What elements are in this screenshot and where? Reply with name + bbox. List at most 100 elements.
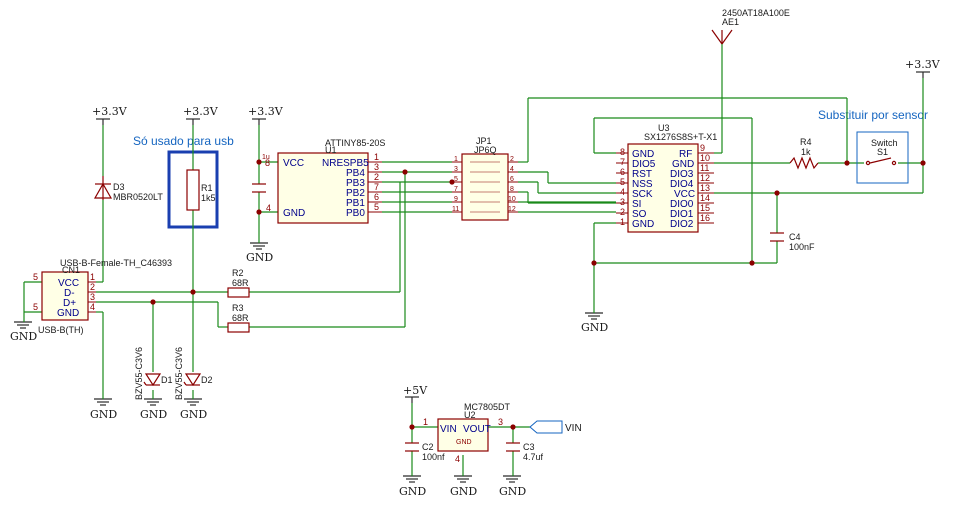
vin-global-label: VIN: [529, 420, 582, 434]
u3-pin-dio1: DIO1: [670, 209, 694, 220]
r3-value: 68R: [232, 313, 249, 323]
gnd-c2: GND: [399, 475, 426, 498]
jp1-pin-num: 11: [452, 206, 459, 213]
r1-value: 1k5: [201, 193, 216, 203]
u3-pin-nss: NSS: [632, 179, 653, 190]
jp1-pin-num: 10: [508, 196, 516, 203]
usb-pin-vcc: VCC: [58, 278, 79, 289]
power-5v-label: +5V: [403, 384, 428, 397]
power-33v-r1: +3.3V: [183, 105, 219, 125]
u3-pin-dio5: DIO5: [632, 159, 656, 170]
gnd-u2: GND: [450, 475, 477, 498]
d2-ref: D2: [201, 375, 213, 385]
usb-pin-num: 1: [90, 272, 95, 282]
junctions: [150, 159, 926, 430]
usb-pin-num: 3: [90, 292, 95, 302]
u3-pin-dio4: DIO4: [670, 179, 694, 190]
capacitor-c3: C3 4.7uf: [506, 442, 544, 462]
u3-pin-dio2: DIO2: [670, 219, 694, 230]
u3-pin-gnd: GND: [632, 149, 654, 160]
jp1-ref: JP1: [476, 136, 492, 146]
gnd-label: GND: [450, 485, 477, 498]
power-33v-label: +3.3V: [183, 105, 219, 118]
c4-ref: C4: [789, 232, 801, 242]
u1-pin-num: 3: [374, 162, 379, 172]
gnd-c3: GND: [499, 475, 526, 498]
gnd-label: GND: [140, 408, 167, 421]
u3-pin-gnd: GND: [672, 159, 694, 170]
s1-value: Switch: [871, 138, 898, 148]
u1-pin-pb2: PB2: [346, 188, 365, 199]
u3-pin-num: 16: [700, 213, 710, 223]
usb-pin-dplus: D+: [63, 298, 76, 309]
gnd-d1: GND: [140, 398, 167, 421]
jp1-pin-num: 3: [454, 166, 458, 173]
gnd-usb-shield: GND: [10, 321, 37, 343]
ic-u1-attiny85: ATTINY85-20S U1 1u 8 4 VCC GND NRESPB5 P…: [252, 138, 385, 224]
d3-value: MBR0520LT: [113, 192, 163, 202]
jp1-pin-num: 6: [510, 176, 514, 183]
note-usb-only: Só usado para usb: [133, 134, 234, 148]
vin-label: VIN: [565, 423, 582, 434]
usb-shield-num: 5: [33, 302, 38, 312]
usb-pin-dminus: D-: [64, 288, 75, 299]
u1-pin-num: 2: [374, 172, 379, 182]
zener-d1: D1 BZV55-C3V6: [134, 347, 173, 400]
ae1-ref: AE1: [722, 17, 739, 27]
s1-ref: S1: [877, 147, 888, 157]
u2-pin-num: 4: [455, 454, 460, 464]
ae1-value: 2450AT18A100E: [722, 8, 790, 18]
gnd-usb: GND: [90, 398, 117, 421]
u2-value: MC7805DT: [464, 402, 511, 412]
c2-value: 100nf: [422, 452, 445, 462]
jp1-value: JP6Q: [474, 145, 497, 155]
gnd-label: GND: [499, 485, 526, 498]
jp1-pin-num: 12: [508, 206, 516, 213]
u3-pin-num: 11: [700, 163, 709, 173]
resistor-r2: R2 68R: [227, 268, 250, 298]
ic-u3-sx1276: U3 SX1276S8S+T-X1 GND DIO5 RST NSS SCK S…: [616, 123, 717, 233]
wires: [23, 44, 924, 476]
u1-pin-pb4: PB4: [346, 168, 365, 179]
capacitor-c4: C4 100nF: [770, 232, 815, 252]
u3-pin-num: 13: [700, 183, 710, 193]
usb-shield-num: 5: [33, 272, 38, 282]
u3-pin-si: SI: [632, 199, 641, 210]
zener-d2: D2 BZV55-C3V6: [174, 347, 213, 400]
power-33v-right: +3.3V: [905, 58, 941, 78]
u3-pin-vcc: VCC: [674, 189, 695, 200]
jp1-pin-num: 8: [510, 186, 514, 193]
u3-pin-num: 5: [620, 177, 625, 187]
u2-pin-vout: VOUT: [463, 424, 491, 435]
capacitor-c2: C2 100nf: [405, 442, 445, 462]
power-33v-d3: +3.3V: [92, 105, 128, 125]
u1-pin-num: 5: [374, 202, 379, 212]
u3-pin-num: 8: [620, 147, 625, 157]
u1-pin-vcc: VCC: [283, 158, 304, 169]
u3-pin-num: 4: [620, 187, 625, 197]
note-replace-sensor: Substituir por sensor: [818, 108, 928, 122]
u1-pin-num: 6: [374, 192, 379, 202]
r1-ref: R1: [201, 183, 213, 193]
switch-s1: Switch S1: [856, 131, 909, 184]
gnd-label: GND: [581, 321, 608, 334]
u2-pin-gnd: GND: [456, 439, 472, 446]
u1-pin-num: 7: [374, 182, 379, 192]
jp1-pin-num: 4: [510, 166, 514, 173]
u2-ref: U2: [464, 410, 476, 420]
r4-value: 1k: [801, 147, 811, 157]
u1-pin-pb1: PB1: [346, 198, 365, 209]
c3-ref: C3: [523, 442, 535, 452]
u3-pin-rf: RF: [679, 149, 692, 160]
u1-extra: 1u: [262, 154, 270, 161]
r4-ref: R4: [800, 137, 812, 147]
usb-ref: CN1: [62, 265, 80, 275]
usb-pin-num: 4: [90, 302, 95, 312]
u3-pin-dio0: DIO0: [670, 199, 694, 210]
gnd-u1: GND: [246, 242, 273, 264]
resistor-r3: R3 68R: [227, 303, 250, 333]
c3-value: 4.7uf: [523, 452, 544, 462]
u3-pin-num: 7: [620, 157, 625, 167]
jp1-pin-num: 7: [454, 186, 458, 193]
gnd-label: GND: [246, 251, 273, 264]
